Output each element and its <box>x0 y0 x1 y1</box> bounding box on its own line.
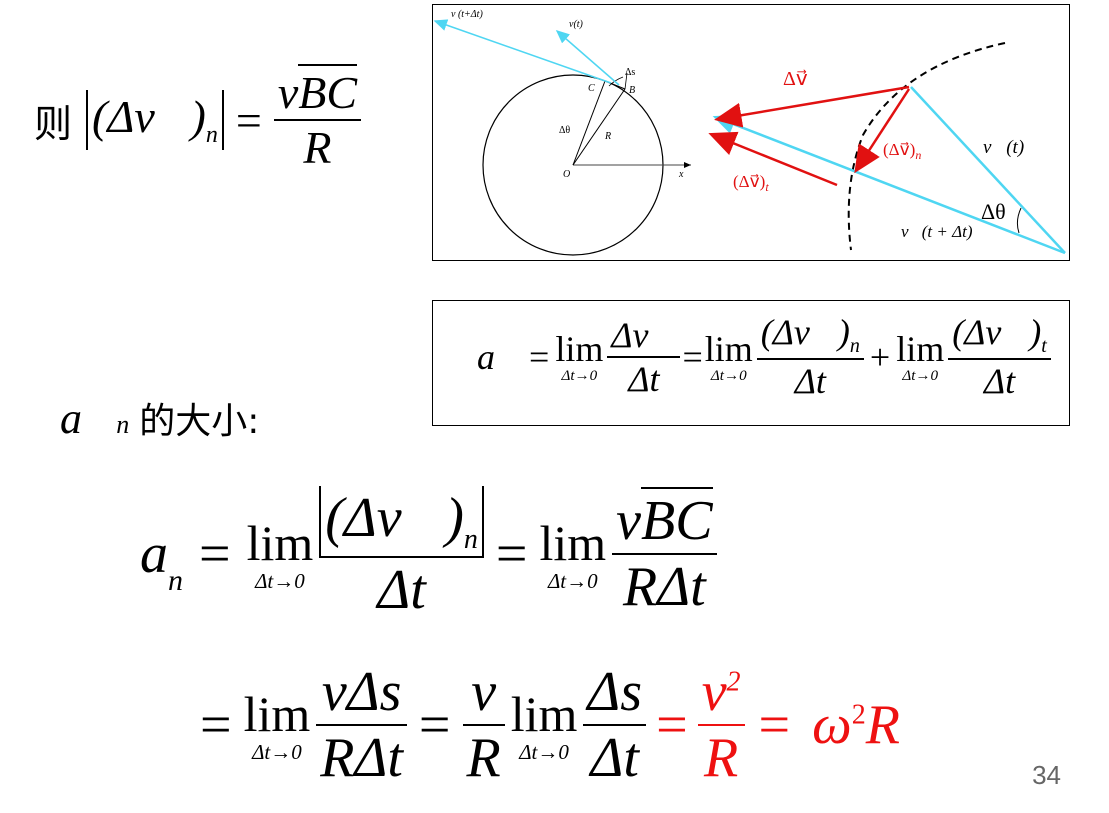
v-t-dt-vector <box>712 114 1066 255</box>
arc-dashed <box>847 42 1006 251</box>
label-v-t: v(t) <box>569 19 584 30</box>
ze-text: 则 <box>34 101 73 146</box>
label-delta-theta-small: Δθ <box>559 125 570 136</box>
label-delta-s: Δs <box>625 67 635 78</box>
label-r: R <box>604 131 611 142</box>
v-squared-over-r: v2 R <box>697 660 745 790</box>
delta-v-t-vector <box>708 131 838 187</box>
label-o: O <box>563 169 570 180</box>
label-delta-theta: Δθ <box>981 199 1006 224</box>
delta-v-n-vector <box>854 88 911 174</box>
abs-delta-v-n: (Δv⃗)n <box>86 90 224 150</box>
page-number: 34 <box>1032 760 1061 790</box>
v-t-arrow <box>555 30 620 86</box>
v-t-vector <box>910 86 1066 254</box>
label-b: B <box>629 85 635 96</box>
v-t-dt-arrow <box>433 19 612 84</box>
label-vt: v⃗(t) <box>983 137 1024 158</box>
label-delta-v-t: (Δv⃗)t <box>733 172 769 194</box>
label-delta-v: Δv⃗ <box>783 68 808 90</box>
label-c: C <box>588 83 595 94</box>
angle-arc <box>1016 207 1022 234</box>
velocity-diagram-svg: v (t+Δt) v(t) Δs C B Δθ R O x Δv⃗ (Δv⃗)n… <box>433 9 1066 256</box>
an-magnitude-heading: a⃗n 的大小: <box>60 394 260 443</box>
label-vt-dt: v⃗(t + Δt) <box>901 222 973 241</box>
radius-line <box>572 88 626 166</box>
label-v-t-dt: v (t+Δt) <box>451 9 483 20</box>
label-x: x <box>678 169 684 180</box>
speed-change-relation: 则 (Δv⃗)n = vBC R <box>34 64 362 174</box>
velocity-diagram: v (t+Δt) v(t) Δs C B Δθ R O x Δv⃗ (Δv⃗)n… <box>432 4 1070 261</box>
radius-c-line <box>572 80 606 166</box>
v-bc-over-r: vBC R <box>273 64 362 174</box>
label-delta-v-n: (Δv⃗)n <box>883 140 921 162</box>
delta-v-vector <box>714 85 910 128</box>
